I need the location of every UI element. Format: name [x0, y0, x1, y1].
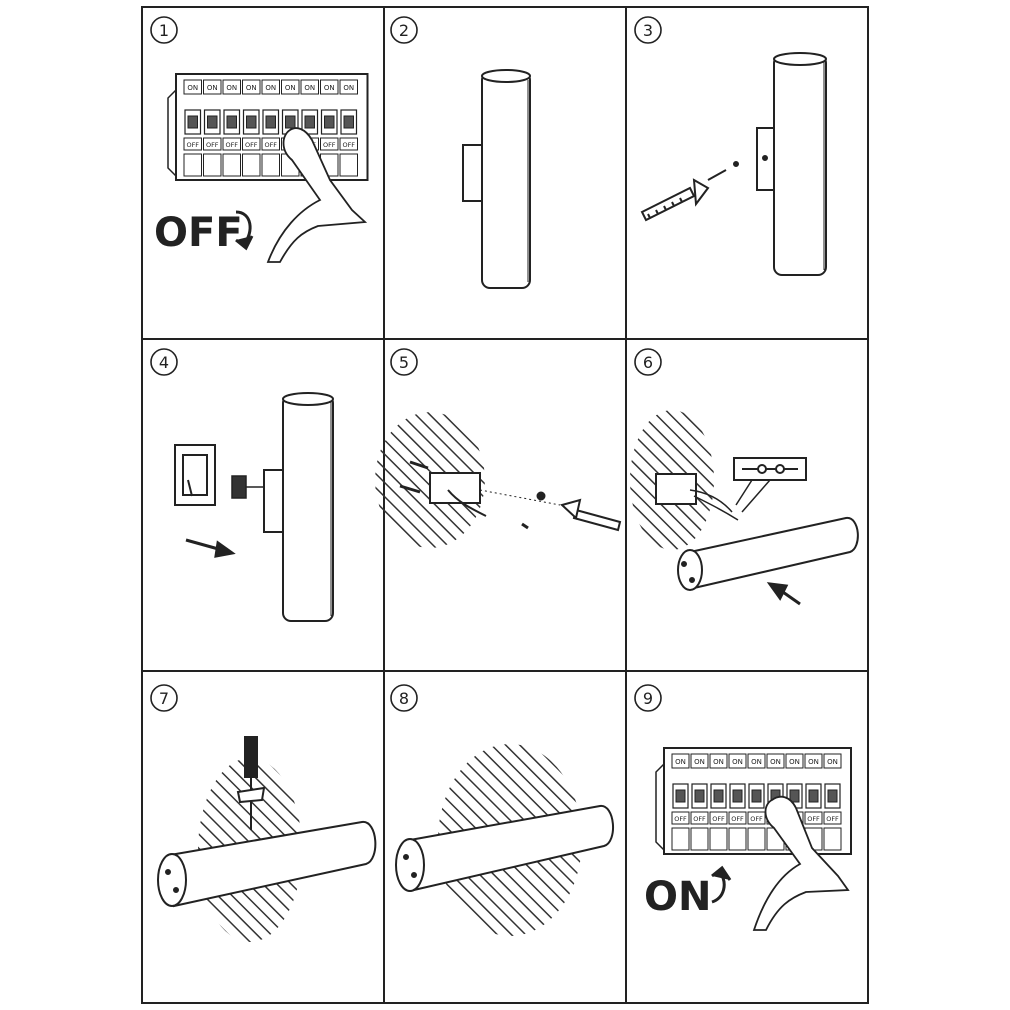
step-badge: 9 — [634, 684, 662, 712]
mounting-bracket — [429, 472, 487, 517]
step-number: 6 — [643, 353, 653, 372]
step-badge: 3 — [634, 16, 662, 44]
on-marking: ON — [343, 84, 354, 92]
off-marking: OFF — [323, 141, 336, 149]
step-badge: 6 — [634, 348, 662, 376]
step-number: 1 — [159, 21, 169, 40]
step-badge: 7 — [150, 684, 178, 712]
step-badge: 2 — [390, 16, 418, 44]
wall-lamp — [462, 69, 531, 289]
off-marking: OFF — [245, 141, 258, 149]
on-marking: ON — [246, 84, 257, 92]
wall-lamp — [263, 392, 334, 622]
arrow-up-left-icon — [766, 582, 801, 606]
breaker-switch: ON OFF — [242, 79, 261, 177]
on-marking: ON — [713, 758, 724, 766]
breaker-panel: ONOFFONOFFONOFFONOFFONOFFONOFFONOFFONOFF… — [655, 747, 852, 855]
breaker-switch: ON OFF — [671, 753, 690, 851]
arrow-down-icon — [235, 210, 254, 251]
guide-line — [479, 489, 561, 506]
off-marking: OFF — [731, 815, 744, 823]
wall-lamp — [157, 821, 377, 908]
off-marking: OFF — [712, 815, 725, 823]
breaker-switch: ON OFF — [339, 79, 358, 177]
on-marking: ON — [808, 758, 819, 766]
grid-frame — [141, 6, 869, 1004]
breaker-switch: ON OFF — [222, 79, 241, 177]
off-marking: OFF — [750, 815, 763, 823]
off-marking: OFF — [186, 141, 199, 149]
step-number: 7 — [159, 689, 169, 708]
wall-anchor-icon — [560, 498, 622, 532]
wall-lamp — [756, 52, 827, 276]
junction-box — [174, 444, 216, 506]
off-marking: OFF — [807, 815, 820, 823]
breaker-switch: ON OFF — [823, 753, 842, 851]
off-marking: OFF — [693, 815, 706, 823]
step-badge: 5 — [390, 348, 418, 376]
on-marking: ON — [187, 84, 198, 92]
arrow-up-icon — [711, 865, 732, 904]
off-label: OFF — [154, 210, 243, 256]
on-marking: ON — [265, 84, 276, 92]
breaker-switch: ON OFF — [183, 79, 202, 177]
step-badge: 8 — [390, 684, 418, 712]
terminal-block-icon — [733, 457, 807, 481]
step-number: 2 — [399, 21, 409, 40]
step-number: 4 — [159, 353, 169, 372]
hand-pointer-icon — [266, 127, 368, 263]
on-marking: ON — [226, 84, 237, 92]
wall-lamp — [395, 805, 615, 892]
mounting-bracket — [655, 473, 697, 505]
step-number: 9 — [643, 689, 653, 708]
breaker-switch: ON OFF — [728, 753, 747, 851]
breaker-switch: ON OFF — [203, 79, 222, 177]
screw-icon — [399, 460, 546, 530]
off-marking: OFF — [826, 815, 839, 823]
on-marking: ON — [732, 758, 743, 766]
on-marking: ON — [770, 758, 781, 766]
hand-pointer-icon — [752, 795, 850, 931]
step-number: 8 — [399, 689, 409, 708]
off-marking: OFF — [342, 141, 355, 149]
on-marking: ON — [675, 758, 686, 766]
step-number: 5 — [399, 353, 409, 372]
wall-lamp — [677, 517, 859, 591]
off-marking: OFF — [225, 141, 238, 149]
off-marking: OFF — [264, 141, 277, 149]
wall-anchor-icon — [640, 161, 739, 222]
on-marking: ON — [207, 84, 218, 92]
on-marking: ON — [827, 758, 838, 766]
step-badge: 1 — [150, 16, 178, 44]
on-marking: ON — [304, 84, 315, 92]
breaker-switch: ON OFF — [709, 753, 728, 851]
breaker-switch: ON OFF — [690, 753, 709, 851]
on-marking: ON — [285, 84, 296, 92]
screwdriver-icon — [236, 736, 266, 830]
on-marking: ON — [324, 84, 335, 92]
off-marking: OFF — [206, 141, 219, 149]
wire-connector-icon — [231, 475, 264, 499]
step-badge: 4 — [150, 348, 178, 376]
on-marking: ON — [694, 758, 705, 766]
step-number: 3 — [643, 21, 653, 40]
breaker-switch: ON OFF — [747, 753, 766, 851]
arrow-right-icon — [185, 538, 236, 558]
off-marking: OFF — [674, 815, 687, 823]
breaker-switch: ON OFF — [320, 79, 339, 177]
wire-icon — [689, 479, 771, 521]
on-label: ON — [644, 874, 711, 920]
on-marking: ON — [789, 758, 800, 766]
breaker-switch: ON OFF — [261, 79, 280, 177]
breaker-panel: ONOFFONOFFONOFFONOFFONOFFONOFFONOFFONOFF… — [167, 73, 369, 181]
on-marking: ON — [751, 758, 762, 766]
